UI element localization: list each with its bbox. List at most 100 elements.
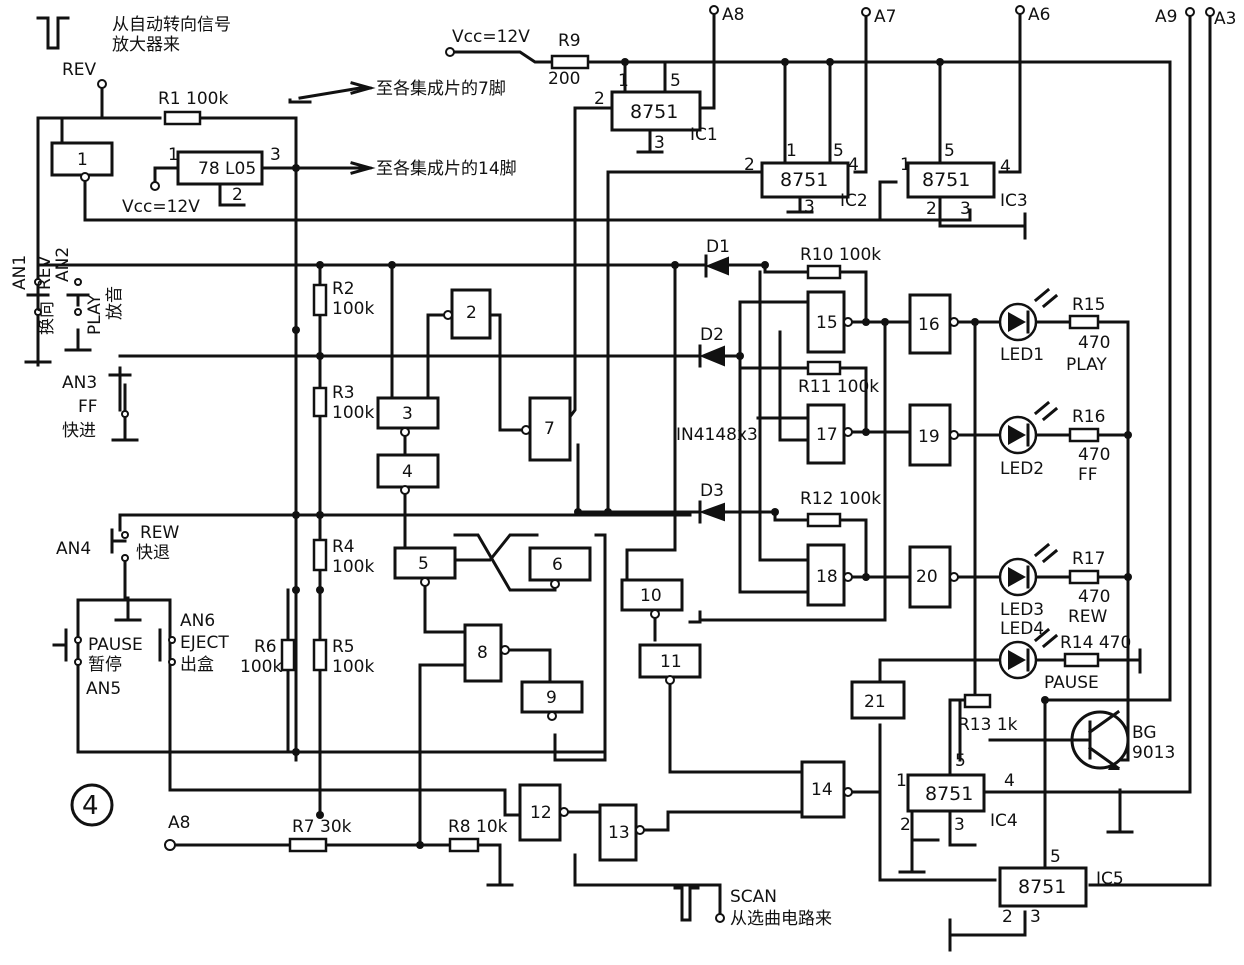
gate-20-bubble bbox=[949, 572, 959, 582]
led3-icon bbox=[998, 542, 1059, 597]
r5-label: R5 bbox=[332, 637, 355, 657]
gate-1-label: 1 bbox=[77, 150, 88, 170]
ic3-label: IC3 bbox=[1000, 191, 1028, 211]
vcc-left-label: Vcc=12V bbox=[122, 197, 200, 217]
to-pin7-label: 至各集成片的7脚 bbox=[376, 79, 506, 99]
ic5-pin3: 3 bbox=[1030, 907, 1041, 927]
an2-cn-label: 放音 bbox=[105, 286, 125, 320]
ic2-pin3: 3 bbox=[804, 197, 815, 217]
ground-symbol bbox=[288, 81, 376, 175]
button-an4[interactable] bbox=[110, 528, 129, 562]
a6-top-terminal bbox=[1015, 5, 1025, 15]
gate-11-label: 11 bbox=[660, 652, 682, 672]
gate-6-label: 6 bbox=[552, 555, 563, 575]
a8-bottom-terminal bbox=[164, 839, 176, 851]
r4-label: R4 bbox=[332, 537, 355, 557]
gate-13 bbox=[598, 803, 638, 862]
wires bbox=[24, 10, 1212, 952]
ic4-pin3: 3 bbox=[954, 815, 965, 835]
resistor-r10 bbox=[806, 264, 842, 280]
rev-source-label: 从自动转向信号 bbox=[112, 15, 231, 35]
r15-label: R15 bbox=[1072, 295, 1105, 315]
an3-cn-label: 快进 bbox=[62, 421, 96, 441]
an5-label: AN5 bbox=[86, 679, 121, 699]
button-an3[interactable] bbox=[108, 366, 139, 442]
gate-5-label: 5 bbox=[418, 554, 429, 574]
regulator-label: 78 L05 bbox=[198, 159, 256, 179]
gate-4-label: 4 bbox=[402, 462, 413, 482]
ic5-part-label: 8751 bbox=[1018, 876, 1066, 898]
gate-5 bbox=[393, 546, 457, 580]
ic4-8751 bbox=[906, 773, 986, 813]
diode-d1 bbox=[704, 254, 729, 278]
gate-21-label: 21 bbox=[864, 692, 886, 712]
diode-d3 bbox=[698, 500, 725, 524]
gate-14-label: 14 bbox=[811, 780, 833, 800]
ic3-part-label: 8751 bbox=[922, 169, 970, 191]
led2-fn-label: FF bbox=[1078, 465, 1098, 485]
regulator-ground bbox=[218, 182, 246, 207]
r9-value: 200 bbox=[548, 69, 580, 89]
resistor-r8 bbox=[448, 837, 480, 853]
a3-top-label: A3 bbox=[1214, 9, 1236, 29]
r17-label: R17 bbox=[1072, 549, 1105, 569]
button-an6[interactable] bbox=[158, 628, 176, 666]
gate-15-label: 15 bbox=[816, 313, 838, 333]
vcc-top-terminal bbox=[445, 47, 455, 57]
led2-label: LED2 bbox=[1000, 459, 1044, 479]
led4-label: LED4 bbox=[1000, 619, 1044, 639]
led2-icon bbox=[998, 400, 1059, 455]
an2-en-label: PLAY bbox=[85, 294, 105, 335]
ic4-pin5: 5 bbox=[955, 751, 966, 771]
button-an2[interactable] bbox=[66, 278, 90, 316]
gate-9-bubble bbox=[547, 711, 557, 721]
scan-source-label: 从选曲电路来 bbox=[730, 909, 832, 929]
ic4-pin4: 4 bbox=[1004, 771, 1015, 791]
r14-label: R14 470 bbox=[1060, 633, 1131, 653]
ic3-pin1: 1 bbox=[900, 155, 911, 175]
ic4-label: IC4 bbox=[990, 811, 1018, 831]
an6-label: AN6 bbox=[180, 611, 215, 631]
gate-9-label: 9 bbox=[546, 688, 557, 708]
junction-dots bbox=[292, 58, 1132, 849]
gate-12 bbox=[518, 783, 562, 842]
resistor-r2 bbox=[312, 283, 328, 317]
an3-label: AN3 bbox=[62, 373, 97, 393]
led3-label: LED3 bbox=[1000, 600, 1044, 620]
r17-value: 470 bbox=[1078, 587, 1110, 607]
button-an5[interactable] bbox=[52, 628, 82, 666]
a7-top-terminal bbox=[861, 7, 871, 17]
a7-top-label: A7 bbox=[874, 7, 896, 27]
r7-label: R7 30k bbox=[292, 817, 352, 837]
rev-pulse-icon bbox=[36, 16, 70, 50]
gate-8-label: 8 bbox=[477, 643, 488, 663]
ic2-pin5: 5 bbox=[833, 141, 844, 161]
ic2-label: IC2 bbox=[840, 191, 868, 211]
resistor-r17 bbox=[1068, 569, 1100, 585]
gate-21 bbox=[850, 680, 906, 720]
gate-8-bubble bbox=[500, 645, 510, 655]
ic1-pin3: 3 bbox=[654, 133, 665, 153]
gate-16-bubble bbox=[949, 317, 959, 327]
button-an1[interactable] bbox=[26, 278, 50, 316]
r3-label: R3 bbox=[332, 383, 355, 403]
ic1-pin2: 2 bbox=[594, 89, 605, 109]
ic5-label: IC5 bbox=[1096, 869, 1124, 889]
gate-3-bubble bbox=[400, 427, 410, 437]
a9-top-terminal bbox=[1185, 7, 1195, 17]
scan-terminal bbox=[715, 913, 725, 923]
ic1-part-label: 8751 bbox=[630, 101, 678, 123]
gate-1-inverter-bubble bbox=[80, 172, 90, 182]
gate-2-label: 2 bbox=[466, 303, 477, 323]
gate-13-label: 13 bbox=[608, 823, 630, 843]
gate-3-label: 3 bbox=[402, 404, 413, 424]
a8-top-label: A8 bbox=[722, 5, 744, 25]
ic3-pin5: 5 bbox=[944, 141, 955, 161]
r3-value: 100k bbox=[332, 403, 374, 423]
ic5-pin5: 5 bbox=[1050, 847, 1061, 867]
regulator-pin3: 3 bbox=[270, 145, 281, 165]
r16-label: R16 bbox=[1072, 407, 1105, 427]
a3-top-terminal bbox=[1205, 7, 1215, 17]
vcc-top-label: Vcc=12V bbox=[452, 27, 530, 47]
gate-3 bbox=[376, 396, 440, 430]
